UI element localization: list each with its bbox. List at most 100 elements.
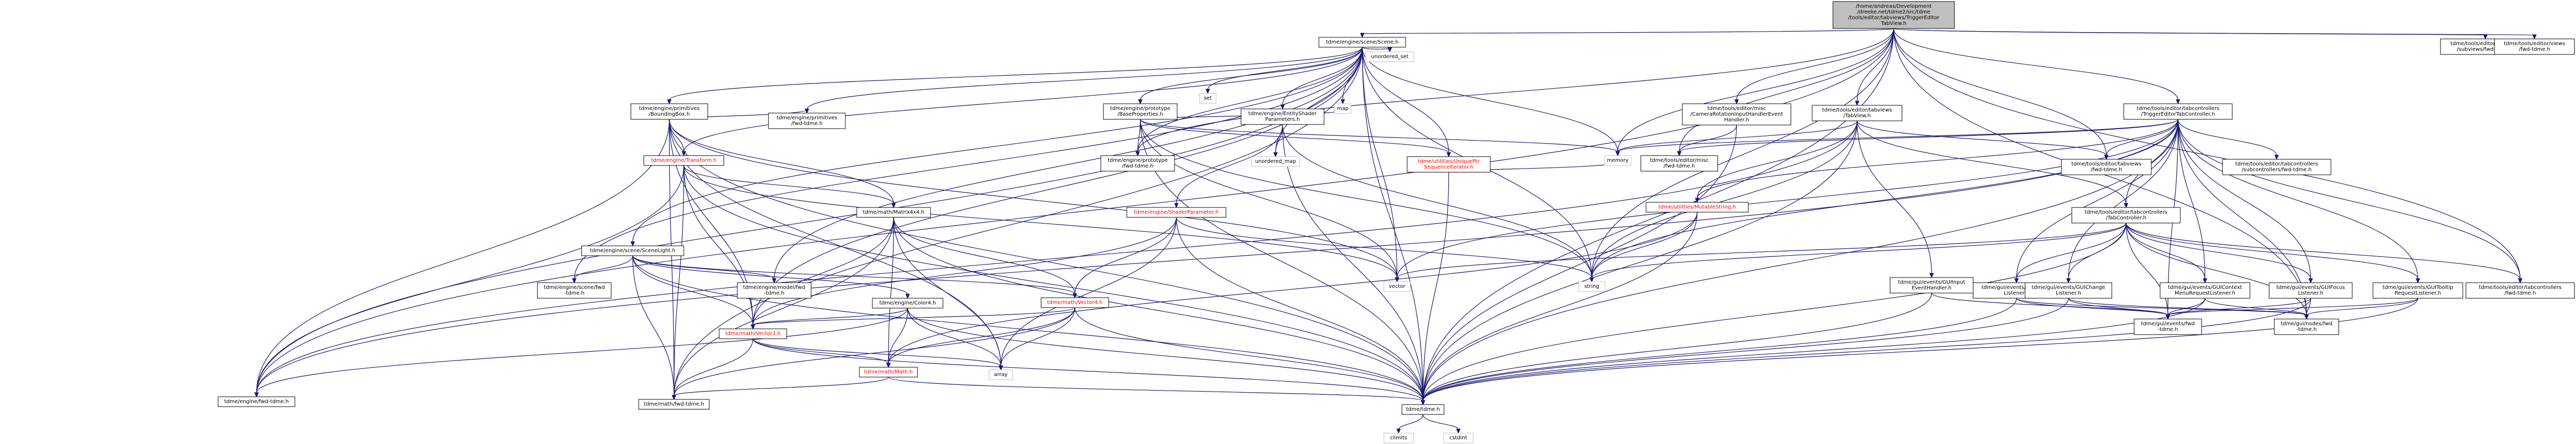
node-label: tdme/engine/fwd-tdme.h (224, 399, 289, 405)
edge-tabctrl-to-vector (1396, 223, 2127, 279)
arrowhead (1929, 273, 1934, 279)
edge-tabview-to-guiinput (1856, 120, 1932, 274)
edge-scene-to-engfwd (256, 47, 1363, 394)
edge-entityshader-to-tdmeh (1282, 124, 1424, 401)
node-box (1383, 281, 1411, 292)
node-unordered-set: unordered_set (1365, 51, 1414, 62)
edge-vector3-to-mathh (752, 338, 889, 364)
node-box (2494, 38, 2575, 55)
node-mutablestring[interactable]: tdme/utilities/MutableString.h (1646, 202, 1749, 213)
edges-layer (254, 28, 2537, 434)
edge-trigctrl-to-guifocus (2177, 119, 2311, 280)
node-label: TabView.h (1880, 21, 1906, 26)
edge-vector4-to-array (1000, 307, 1075, 367)
node-label: tdme/tools/editor/tabviews (2071, 161, 2141, 167)
edge-tabview-to-tabviewsfwd (1856, 120, 2107, 156)
arrowhead (2532, 34, 2537, 40)
edge-shaderparam-to-tdmeh (1176, 217, 1424, 401)
edge-matrix-to-mathfwd (673, 217, 894, 396)
node-box (2071, 207, 2181, 224)
edge-root-to-tdmeh (1422, 28, 1894, 401)
edge-matrix-to-tdmeh (893, 217, 1424, 401)
edge-scene-to-primfwd (806, 47, 1363, 110)
node-trigctrl[interactable]: tdme/tools/editor/tabcontrollers/Trigger… (2123, 103, 2233, 120)
node-scenelight[interactable]: tdme/engine/scene/SceneLight.h (581, 245, 684, 256)
arrowhead (1280, 104, 1285, 110)
edge-guichange-to-guieventsfwd (2068, 298, 2168, 316)
node-label: tdme/gui/events/GUITooltip (2383, 285, 2453, 290)
node-label: tdme/gui/events/GUIContext (2168, 285, 2242, 290)
node-label: unordered_map (1255, 159, 1296, 164)
edge-scene-to-scenelight (632, 47, 1363, 243)
edge-transform-to-tdmeh (683, 165, 1424, 401)
node-guicontext[interactable]: tdme/gui/events/GUIContextMenuRequestLis… (2160, 282, 2250, 299)
node-camrot[interactable]: tdme/tools/editor/misc/CameraRotationInp… (1682, 103, 1791, 126)
node-tabctrlfwd[interactable]: tdme/tools/editor/tabcontrollers/fwd-tdm… (2465, 282, 2575, 299)
edge-root-to-tabview (1856, 28, 1894, 102)
node-modelfwd[interactable]: tdme/engine/model/fwd-tdme.h (737, 282, 812, 299)
node-vector4[interactable]: tdme/math/Vector4.h (1041, 297, 1109, 308)
node-vector: vector (1383, 281, 1411, 292)
node-baseprops[interactable]: tdme/engine/prototype/BaseProperties.h (1103, 103, 1178, 120)
arrowhead (1456, 428, 1461, 434)
node-tabview[interactable]: tdme/tools/editor/tabviews/TabView.h (1812, 105, 1903, 121)
node-label: tdme/math/Vector3.h (725, 331, 781, 337)
node-mathh[interactable]: tdme/math/Math.h (859, 367, 918, 378)
edge-scene-to-bbox (669, 47, 1363, 101)
arrowhead (2274, 155, 2279, 160)
node-matrix[interactable]: tdme/math/Matrix4x4.h (856, 207, 931, 218)
edge-color4-to-engfwd (256, 308, 908, 394)
node-engfwd[interactable]: tdme/engine/fwd-tdme.h (218, 396, 295, 407)
node-mathfwd[interactable]: tdme/math/fwd-tdme.h (638, 399, 710, 410)
edge-baseprops-to-protofwd (1137, 119, 1141, 152)
edge-scenelight-to-vector3 (632, 255, 753, 326)
node-label: tdme/engine/Transform.h (651, 158, 717, 163)
node-box (2061, 159, 2152, 175)
node-protofwd[interactable]: tdme/engine/prototype/fwd-tdme.h (1100, 155, 1175, 172)
node-viewsfwd[interactable]: tdme/tools/editor/views/fwd-tdme.h (2494, 38, 2575, 55)
edge-transform-to-vector3 (683, 165, 753, 326)
node-primfwd[interactable]: tdme/engine/primitives/fwd-tdme.h (768, 113, 846, 129)
node-tdmeh[interactable]: tdme/tdme.h (1401, 404, 1445, 415)
node-tabctrl[interactable]: tdme/tools/editor/tabcontrollers/TabCont… (2071, 207, 2181, 224)
edge-matrix-to-vector4 (893, 217, 1075, 295)
node-box (1199, 93, 1217, 104)
node-transform[interactable]: tdme/engine/Transform.h (643, 155, 724, 166)
node-label: Listener.h (2056, 290, 2081, 296)
node-miscfwd[interactable]: tdme/tools/editor/misc/fwd-tdme.h (1640, 155, 1718, 172)
node-shaderparam[interactable]: tdme/engine/ShaderParameter.h (1126, 207, 1226, 218)
node-scene[interactable]: tdme/engine/scene/Scene.h (1318, 37, 1406, 48)
edge-shaderparam-to-array (1000, 217, 1177, 367)
node-box (1401, 404, 1445, 415)
arrowhead (254, 392, 259, 398)
node-label: tdme/tools/editor/tabcontrollers (2479, 285, 2561, 290)
node-guieventsfwd[interactable]: tdme/gui/events/fwd-tdme.h (2134, 318, 2202, 335)
node-label: /TriggerEditorTabController.h (2141, 112, 2215, 117)
node-uniqueptr[interactable]: tdme/utilities/UniquePtrSequenceIterator… (1407, 156, 1491, 173)
arrowhead (1174, 203, 1179, 209)
node-scenefwd[interactable]: tdme/engine/scene/fwd-tdme.h (537, 282, 612, 299)
node-bbox[interactable]: tdme/engine/primitives/BoundingBox.h (630, 103, 708, 120)
node-subctrlfwd[interactable]: tdme/tools/editor/tabcontrollers/subcont… (2222, 159, 2331, 175)
node-tabviewsfwd[interactable]: tdme/tools/editor/tabviews/fwd-tdme.h (2061, 159, 2152, 175)
node-vector3[interactable]: tdme/math/Vector3.h (719, 328, 787, 339)
node-box (1578, 281, 1606, 292)
node-set: set (1199, 93, 1217, 104)
node-guitooltip[interactable]: tdme/gui/events/GUITooltipRequestListene… (2372, 282, 2463, 299)
node-box (1383, 433, 1414, 443)
node-color4[interactable]: tdme/engine/Color4.h (872, 298, 943, 309)
edge-vector4-to-tdmeh (1074, 307, 1424, 401)
node-box (2025, 282, 2112, 299)
node-memory: memory (1604, 155, 1631, 166)
node-box (1240, 108, 1325, 125)
node-label: tdme/tools/editor/tabcontrollers (2137, 106, 2219, 112)
edge-shaderparam-to-string (1176, 217, 1593, 279)
edge-guifocus-to-tdmeh (1422, 298, 2311, 401)
node-guinodesfwd[interactable]: tdme/gui/nodes/fwd-tdme.h (2274, 318, 2339, 335)
edge-guifocus-to-guinodesfwd (2306, 298, 2311, 316)
